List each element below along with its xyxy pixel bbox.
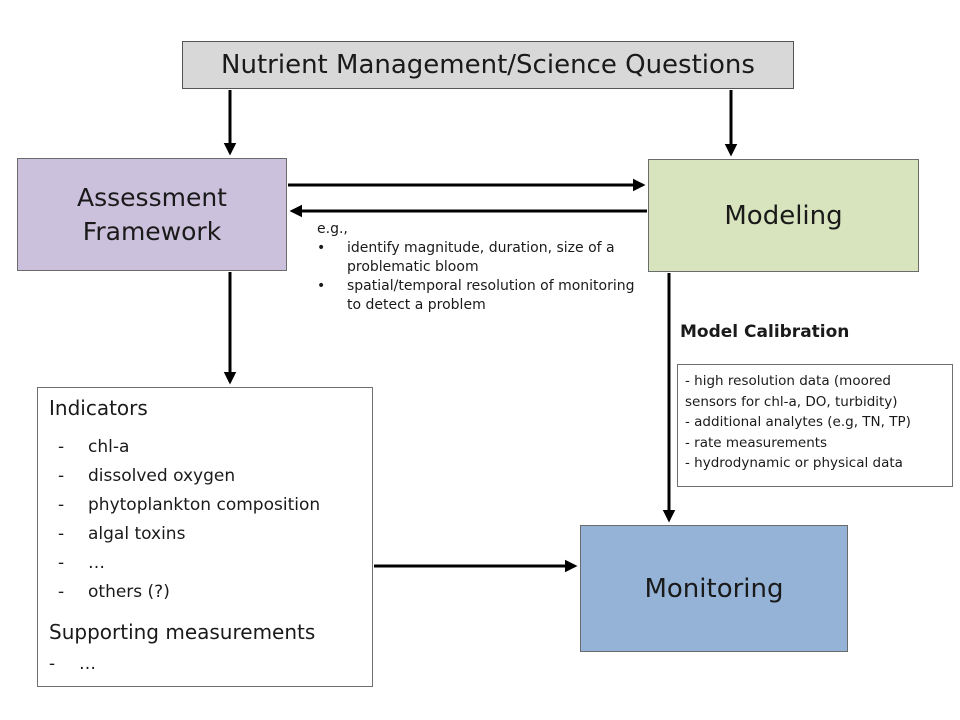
list-dash: - xyxy=(58,524,65,544)
indicator-text: dissolved oxygen xyxy=(88,466,236,486)
indicator-item: - dissolved oxygen xyxy=(58,462,320,491)
monitoring-label: Monitoring xyxy=(644,573,784,604)
example-bullet: • identify magnitude, duration, size of … xyxy=(317,239,647,277)
calibration-line: - rate measurements xyxy=(685,434,828,451)
list-dash: - xyxy=(58,582,65,602)
indicator-item: -… xyxy=(58,549,320,578)
indicator-item: - chl-a xyxy=(58,433,320,462)
supporting-measurement-item: -… xyxy=(49,654,96,674)
example-bullet-text: spatial/temporal resolution of monitorin… xyxy=(347,278,635,313)
science-questions-label: Nutrient Management/Science Questions xyxy=(221,50,755,80)
indicator-item: - algal toxins xyxy=(58,520,320,549)
calibration-line: - additional analytes (e.g, TN, TP) xyxy=(685,414,911,430)
bullet-symbol: • xyxy=(317,278,326,294)
modeling-box: Modeling xyxy=(648,159,919,272)
supporting-measurement-text: … xyxy=(79,654,96,674)
indicator-text: others (?) xyxy=(88,582,170,602)
indicator-text: algal toxins xyxy=(88,524,186,544)
assessment-framework-label: Assessment Framework xyxy=(77,182,227,246)
monitoring-box: Monitoring xyxy=(580,525,848,652)
supporting-measurements-title: Supporting measurements xyxy=(49,620,316,644)
example-intro: e.g., xyxy=(317,221,348,237)
assessment-framework-box: Assessment Framework xyxy=(17,158,287,271)
example-bullets: • identify magnitude, duration, size of … xyxy=(317,239,647,315)
example-bullet: • spatial/temporal resolution of monitor… xyxy=(317,277,647,315)
example-note: e.g., • identify magnitude, duration, si… xyxy=(317,220,647,315)
indicator-text: … xyxy=(88,553,105,573)
list-dash: - xyxy=(49,654,56,674)
list-dash: - xyxy=(58,466,65,486)
list-dash: - xyxy=(58,495,65,515)
model-calibration-title: Model Calibration xyxy=(680,322,850,342)
indicator-text: chl-a xyxy=(88,437,130,457)
science-questions-box: Nutrient Management/Science Questions xyxy=(182,41,794,89)
calibration-line: - high resolution data (moored xyxy=(685,373,891,389)
calibration-line: sensors for chl-a, DO, turbidity) xyxy=(685,393,898,410)
bullet-symbol: • xyxy=(317,240,326,256)
indicators-title: Indicators xyxy=(49,396,148,420)
example-bullet-text: identify magnitude, duration, size of a … xyxy=(347,240,615,275)
indicators-list: - chl-a - dissolved oxygen - phytoplankton … xyxy=(58,433,320,607)
indicator-text: phytoplankton composition xyxy=(88,495,321,515)
indicators-box: Indicators - chl-a - dissolved oxygen - phy… xyxy=(37,387,373,687)
model-calibration-box: - high resolution data (moored sensors f… xyxy=(677,364,953,487)
list-dash: - xyxy=(58,553,65,573)
list-dash: - xyxy=(58,437,65,457)
calibration-line: - hydrodynamic or physical data xyxy=(685,455,903,471)
indicator-item: - others (?) xyxy=(58,578,320,607)
modeling-label: Modeling xyxy=(724,200,843,231)
indicator-item: - phytoplankton composition xyxy=(58,491,320,520)
